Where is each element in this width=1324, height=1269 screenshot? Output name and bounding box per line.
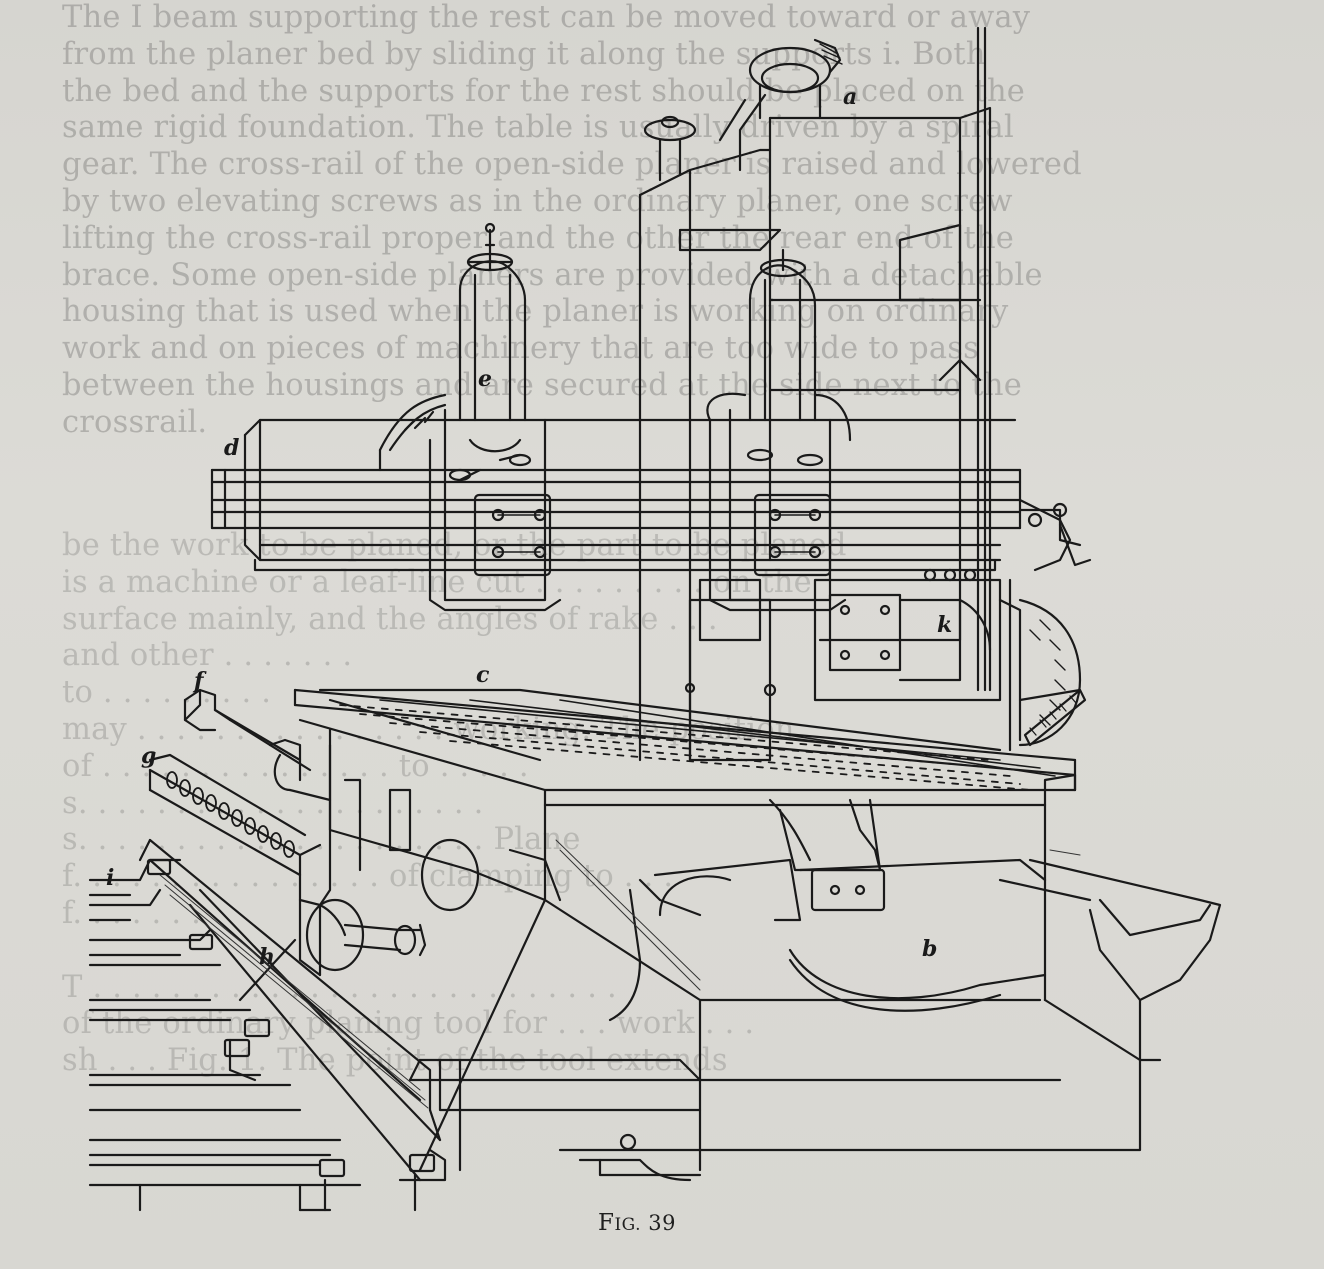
top-gear: [643, 38, 843, 182]
show-through-line: to . . . . . . . . .: [62, 675, 272, 711]
planer-table: [293, 688, 1077, 807]
show-through-line: crossrail.: [62, 404, 208, 440]
cross-rail: [210, 418, 1072, 572]
show-through-line: surface mainly, and the angles of rake .…: [62, 601, 718, 637]
show-through-line: of the ordinary planing tool for . . . w…: [62, 1006, 755, 1042]
tool-head-swivel-left: [378, 393, 447, 472]
show-through-line: work and on pieces of machinery that are…: [62, 331, 979, 367]
show-through-line: of . . . . . . . . . . . . . . . to . . …: [62, 748, 529, 784]
label-f: f: [194, 668, 204, 694]
column-housing: [638, 26, 992, 762]
rest-rail-f-g: [148, 688, 412, 907]
show-through-text-upper: The I beam supporting the rest can be mo…: [62, 0, 1252, 442]
supports-i: [88, 858, 436, 1212]
tool-head-left: [428, 222, 562, 612]
figure-caption: Fig. 39: [598, 1210, 676, 1236]
label-h: h: [259, 944, 275, 970]
label-g: g: [141, 743, 157, 769]
show-through-line: gear. The cross-rail of the open-side pl…: [62, 147, 1082, 183]
show-through-line: lifting the cross-rail proper and the ot…: [62, 220, 1015, 256]
label-b: b: [922, 936, 938, 962]
show-through-line: s. . . . . . . . . . . . . . . . . . . .…: [62, 822, 581, 858]
caption-prefix-small: ig.: [614, 1215, 642, 1235]
show-through-line: The I beam supporting the rest can be mo…: [62, 0, 1031, 35]
side-head-k: [813, 568, 1087, 752]
label-i: i: [106, 865, 115, 891]
show-through-line: between the housings and are secured at …: [62, 367, 1022, 403]
show-through-line: f. . . . . . . . . . . . . . . . of clam…: [62, 859, 674, 895]
show-through-text-lower: be the work to be planed, or the part to…: [62, 528, 1252, 1080]
caption-number: 39: [648, 1211, 676, 1235]
crank-handle: [1018, 502, 1092, 567]
show-through-line: by two elevating screws as in the ordina…: [62, 183, 1013, 219]
label-a: a: [843, 84, 858, 110]
rail-bolts: [166, 771, 295, 858]
label-c: c: [476, 662, 490, 688]
planer-bed: [328, 728, 1222, 1182]
i-beam-rest-h: [138, 838, 447, 1182]
label-e: e: [478, 366, 492, 392]
show-through-line: and other . . . . . . .: [62, 638, 353, 674]
label-d: d: [224, 435, 240, 461]
show-through-line: same rigid foundation. The table is usua…: [62, 110, 1014, 146]
label-k: k: [937, 612, 953, 638]
caption-prefix-big: F: [598, 1210, 615, 1236]
shading: [159, 839, 1081, 1109]
show-through-line: T . . . . . . . . . . . . . . . . . . . …: [62, 969, 617, 1005]
show-through-line: brace. Some open-side planers are provid…: [62, 257, 1043, 293]
tool-head-right: [706, 248, 852, 612]
show-through-line: the bed and the supports for the rest sh…: [62, 73, 1026, 109]
